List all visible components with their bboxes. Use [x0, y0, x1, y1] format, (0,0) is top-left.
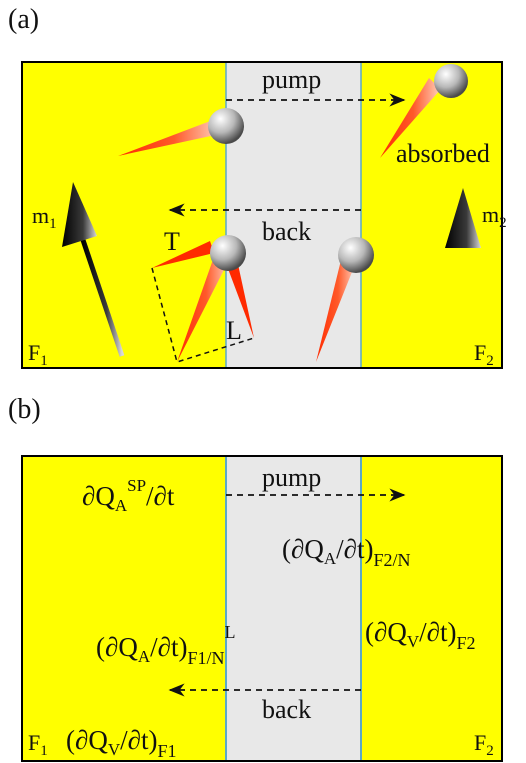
eq-f2n-tail: /∂t) — [336, 534, 373, 564]
f1-subscript: 1 — [40, 353, 48, 369]
ferromagnet-f2-region — [361, 62, 502, 368]
f2-text: F — [474, 730, 486, 755]
f2-n-absorption-eq: (∂QA/∂t)F2/N — [282, 534, 410, 570]
backflow-spin-right — [316, 237, 374, 362]
eq-f1n-sup: L — [224, 622, 235, 642]
m1-shaft — [80, 239, 125, 357]
spin-arrow — [118, 120, 220, 156]
f1-text: F — [28, 340, 40, 365]
pump-label: pump — [262, 463, 321, 492]
f2-subscript: 2 — [486, 743, 494, 759]
m2-subscript: 2 — [499, 215, 507, 231]
eq-f1n-main: (∂Q — [96, 632, 138, 662]
absorbed-label: absorbed — [396, 139, 490, 168]
panel-b-label: (b) — [8, 394, 41, 425]
m1-label: m1 — [32, 203, 57, 232]
eq-v1-sub: V — [108, 740, 121, 759]
eq-f1n-tail: /∂t) — [150, 632, 187, 662]
m2-text: m — [482, 202, 499, 227]
eq-pump-sub: A — [115, 496, 128, 515]
eq-v2-main: (∂Q — [365, 617, 407, 647]
transverse-label: T — [164, 227, 180, 256]
panel-a-label: (a) — [8, 4, 39, 35]
f2-label: F2 — [474, 730, 494, 759]
eq-v2-tail: /∂t) — [419, 617, 456, 647]
spin-arrow — [316, 256, 356, 362]
m2-head — [445, 188, 481, 248]
electron-ball — [338, 237, 374, 273]
back-label: back — [262, 695, 311, 724]
eq-pump-sup: SP — [127, 476, 146, 495]
electron-ball — [210, 235, 246, 271]
eq-v1-sub2: F1 — [157, 741, 176, 761]
panel-b: pump back ∂QASP/∂t (∂QA/∂t)F2/N (∂QA/∂t)… — [21, 455, 503, 762]
spin-arrow — [380, 78, 441, 158]
eq-f2n-sub2: F2/N — [373, 550, 410, 570]
normal-metal-region — [226, 456, 361, 761]
m1-subscript: 1 — [49, 216, 57, 232]
back-label: back — [262, 217, 311, 246]
f1-label: F1 — [28, 340, 48, 369]
absorbed-spin-f2 — [380, 64, 468, 158]
eq-v2-sub2: F2 — [456, 633, 475, 653]
eq-v2-sub: V — [407, 632, 420, 651]
electron-ball — [208, 108, 244, 144]
longitudinal-label: L — [226, 316, 242, 345]
eq-f2n-main: (∂Q — [282, 534, 324, 564]
eq-f2n-sub: A — [324, 549, 337, 568]
f2-subscript: 2 — [486, 353, 494, 369]
panel-b-border — [21, 455, 503, 762]
eq-v1-tail: /∂t) — [120, 725, 157, 755]
m2-label: m2 — [482, 202, 507, 231]
panel-a: pump back absorbed T L — [21, 61, 507, 369]
panel-a-border — [21, 61, 503, 369]
eq-f1n-sub: A — [138, 647, 151, 666]
magnetization-m2 — [445, 188, 481, 356]
spin-arrow — [177, 251, 230, 362]
f1-n-longitudinal-eq: (∂QA/∂t)F1/NL — [96, 622, 235, 668]
spin-pumping-current-eq: ∂QASP/∂t — [82, 476, 175, 515]
transverse-arrow — [152, 241, 214, 268]
f1-volume-eq: (∂QV/∂t)F1 — [66, 725, 176, 761]
f2-volume-eq: (∂QV/∂t)F2 — [365, 617, 475, 653]
m1-head — [62, 182, 97, 247]
f2-label: F2 — [474, 340, 494, 369]
eq-f1n-sub2: F1/N — [187, 648, 224, 668]
longitudinal-arrow — [224, 255, 254, 338]
normal-metal-region — [226, 62, 361, 368]
eq-v1-main: (∂Q — [66, 725, 108, 755]
f2-text: F — [474, 340, 486, 365]
pump-label: pump — [262, 65, 321, 94]
backflow-spin — [151, 235, 255, 363]
m1-text: m — [32, 203, 49, 228]
magnetization-m1 — [62, 182, 125, 357]
eq-pump-tail: /∂t — [146, 481, 175, 511]
electron-ball — [434, 64, 468, 98]
eq-pump-main: ∂Q — [82, 481, 115, 511]
f1-text: F — [28, 730, 40, 755]
f1-label: F1 — [28, 730, 48, 759]
f1-subscript: 1 — [40, 743, 48, 759]
pumped-spin-f1 — [118, 108, 244, 156]
ferromagnet-f1-region — [22, 62, 226, 368]
ferromagnet-f1-region — [22, 456, 226, 761]
ferromagnet-f2-region — [361, 456, 502, 761]
